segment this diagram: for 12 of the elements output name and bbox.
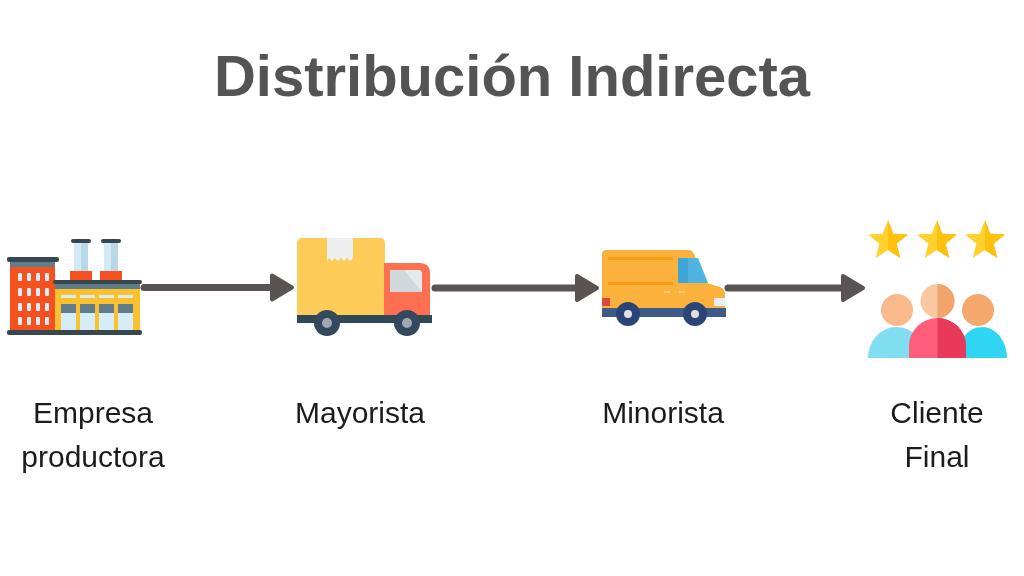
arrow [431, 274, 599, 302]
factory-icon [7, 239, 142, 336]
truck-icon [296, 237, 433, 337]
node-caption: Empresa productora [20, 395, 166, 475]
arrow [724, 274, 865, 302]
van-icon [601, 249, 726, 327]
people-with-stars-icon [867, 218, 1008, 359]
node-caption: Mayorista [294, 395, 425, 431]
arrow [140, 273, 294, 302]
node-caption: Cliente Final [889, 395, 985, 475]
node-caption: Minorista [602, 395, 724, 431]
diagram-title: Distribución Indirecta [213, 45, 811, 107]
